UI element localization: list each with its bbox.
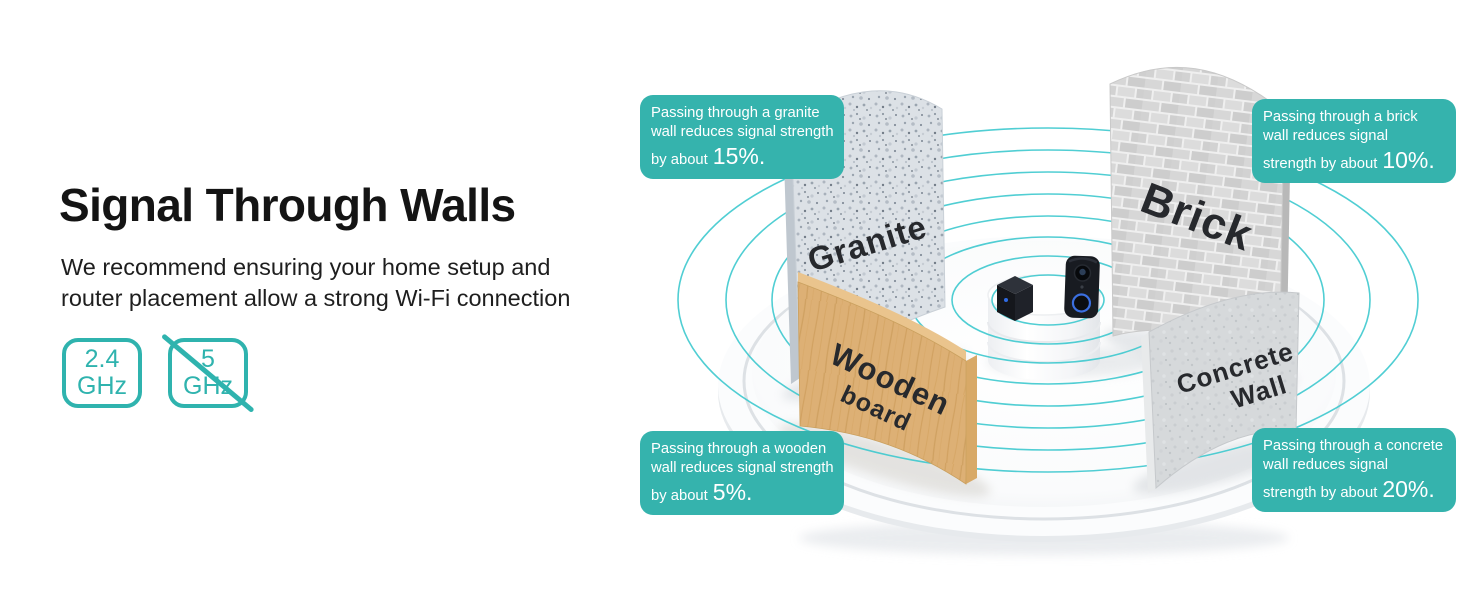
callout-granite-line3: by about [651, 152, 708, 169]
callout-granite-line2: wall reduces signal strength [651, 124, 834, 141]
subtitle: We recommend ensuring your home setup an… [61, 252, 570, 315]
callout-wooden: Passing through a wooden wall reduces si… [640, 431, 844, 516]
callout-brick-line3: strength by about [1263, 156, 1378, 173]
badge-5ghz: 5 GHz [161, 333, 255, 413]
callout-brick: Passing through a brick wall reduces sig… [1252, 99, 1456, 184]
callout-concrete-line3: strength by about [1263, 485, 1378, 502]
base-station-device [997, 276, 1033, 321]
callout-granite-line1: Passing through a granite [651, 105, 820, 121]
frequency-badges: 2.4 GHz 5 GHz [62, 333, 255, 413]
badge-5ghz-value: 5 [201, 344, 215, 373]
subtitle-line-1: We recommend ensuring your home setup an… [61, 254, 551, 280]
callout-wooden-percent: 5%. [712, 479, 753, 506]
callout-concrete-line1: Passing through a concrete [1263, 438, 1444, 454]
wall-concrete: Concrete Wall [1141, 291, 1300, 493]
callout-wooden-line1: Passing through a wooden [651, 441, 827, 457]
page-title: Signal Through Walls [59, 179, 516, 231]
callout-wooden-line2: wall reduces signal strength [651, 460, 834, 477]
signal-through-walls-illustration: Granite Brick Wooden board Concrete Wall [677, 66, 1419, 555]
callout-concrete: Passing through a concrete wall reduces … [1252, 428, 1456, 513]
callout-wooden-line3: by about [651, 488, 708, 505]
callout-granite: Passing through a granite wall reduces s… [640, 95, 844, 180]
subtitle-line-2: router placement allow a strong Wi-Fi co… [61, 285, 571, 312]
doorbell-device [1064, 255, 1100, 319]
callout-brick-percent: 10%. [1382, 147, 1435, 174]
badge-2-4ghz: 2.4 GHz [62, 338, 142, 408]
badge-2-4ghz-value: 2.4 [84, 344, 120, 373]
callout-brick-line1: Passing through a brick [1263, 109, 1418, 125]
badge-2-4ghz-unit: GHz [77, 372, 127, 400]
callout-concrete-percent: 20%. [1382, 476, 1435, 503]
callout-granite-percent: 15%. [712, 143, 766, 170]
callout-concrete-line2: wall reduces signal [1263, 457, 1389, 474]
callout-brick-line2: wall reduces signal [1263, 128, 1389, 145]
wall-wooden-board: Wooden board [797, 272, 977, 485]
